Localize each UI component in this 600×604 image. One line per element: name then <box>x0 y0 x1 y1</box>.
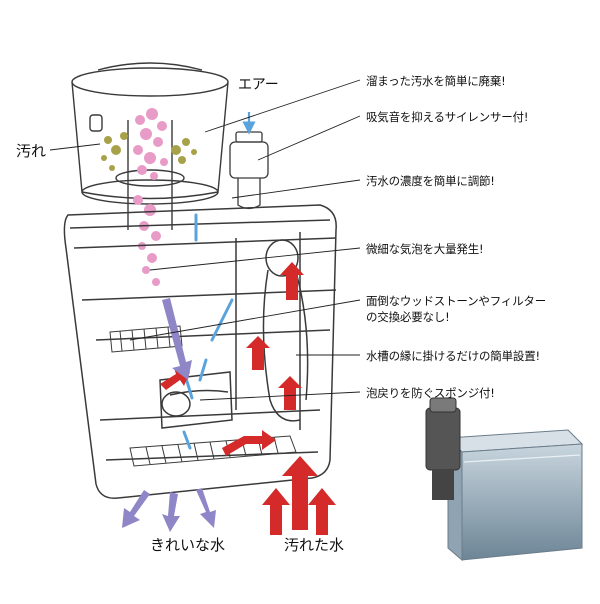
dirty-flow-arrows <box>160 262 304 456</box>
foam-bubbles <box>133 108 168 286</box>
callout-easy-install: 水槽の縁に掛けるだけの簡単設置! <box>366 349 540 363</box>
callout-concentration: 汚水の濃度を簡単に調節! <box>366 174 495 188</box>
clean-water-label: きれいな水 <box>150 536 226 554</box>
dirty-water-arrows <box>262 456 336 535</box>
callout-no-replacement-line1: 面倒なウッドストーンやフィルター <box>366 294 546 308</box>
collection-cup <box>71 62 229 230</box>
dirt-label: 汚れ <box>16 142 47 160</box>
dirt-particles <box>101 132 197 171</box>
clean-water-arrows <box>122 488 216 532</box>
callout-waste-disposal: 溜まった汚水を簡単に廃棄! <box>366 74 506 88</box>
callout-no-replacement-line2: の交換必要なし! <box>366 310 450 324</box>
callout-sponge: 泡戻りを防ぐスポンジ付! <box>366 386 495 400</box>
callout-fine-bubbles: 微細な気泡を大量発生! <box>366 242 484 256</box>
aquarium-inset <box>425 397 584 562</box>
callout-leaders <box>49 79 361 401</box>
skimmer-body <box>63 204 337 499</box>
dirty-water-label: 汚れた水 <box>284 536 345 554</box>
air-label: エアー <box>238 77 279 93</box>
air-lines <box>182 213 234 450</box>
clean-flow-inner-arrow <box>162 298 192 380</box>
callout-silencer: 吸気音を抑えるサイレンサー付! <box>366 110 529 124</box>
